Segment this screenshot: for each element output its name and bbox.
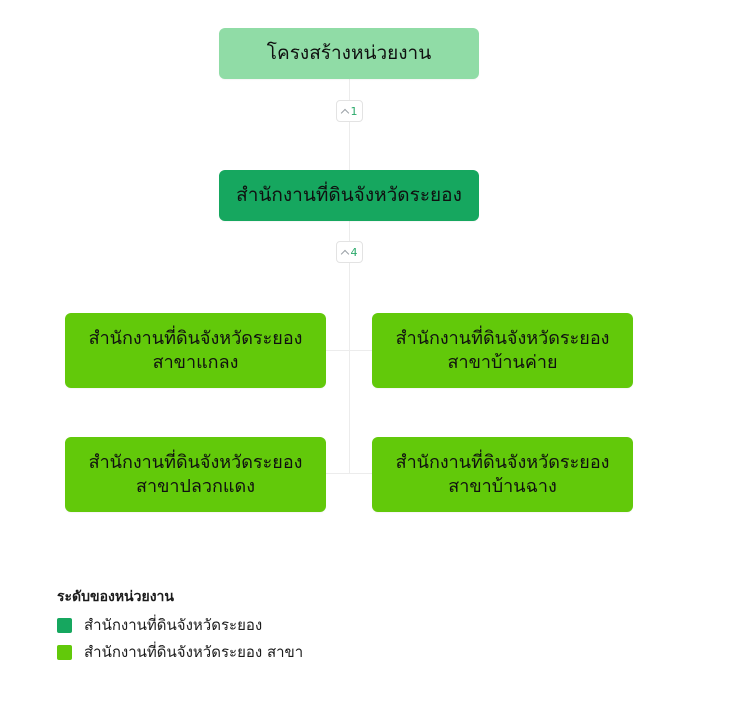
node-branch-pluak-daeng[interactable]: สำนักงานที่ดินจังหวัดระยอง สาขาปลวกแดง xyxy=(65,437,326,512)
connector-branch-row2-left xyxy=(326,473,350,474)
node-root[interactable]: โครงสร้างหน่วยงาน xyxy=(219,28,479,79)
node-level2[interactable]: สำนักงานที่ดินจังหวัดระยอง xyxy=(219,170,479,221)
connector-branch-row1-right xyxy=(349,350,373,351)
node-level2-label: สำนักงานที่ดินจังหวัดระยอง xyxy=(236,183,462,206)
legend: ระดับของหน่วยงาน สำนักงานที่ดินจังหวัดระ… xyxy=(57,588,303,669)
chevron-up-icon xyxy=(342,248,350,256)
connector-trunk xyxy=(349,262,350,474)
connector-badge1-to-level2 xyxy=(349,121,350,170)
legend-swatch-branch xyxy=(57,644,72,660)
node-branch-pluak-daeng-label: สำนักงานที่ดินจังหวัดระยอง สาขาปลวกแดง xyxy=(88,451,303,497)
legend-label-level2: สำนักงานที่ดินจังหวัดระยอง xyxy=(84,616,263,635)
collapse-badge-root[interactable]: 1 xyxy=(336,100,363,122)
node-branch-ban-chang[interactable]: สำนักงานที่ดินจังหวัดระยอง สาขาบ้านฉาง xyxy=(372,437,633,512)
legend-item-branch: สำนักงานที่ดินจังหวัดระยอง สาขา xyxy=(57,643,303,663)
legend-item-level2: สำนักงานที่ดินจังหวัดระยอง xyxy=(57,616,303,636)
legend-title: ระดับของหน่วยงาน xyxy=(57,589,174,605)
node-root-label: โครงสร้างหน่วยงาน xyxy=(266,41,432,64)
connector-branch-row1-left xyxy=(326,350,350,351)
legend-label-branch: สำนักงานที่ดินจังหวัดระยอง สาขา xyxy=(84,642,304,661)
connector-root-to-badge1 xyxy=(349,79,350,101)
connector-level2-to-badge2 xyxy=(349,221,350,242)
node-branch-ban-khai[interactable]: สำนักงานที่ดินจังหวัดระยอง สาขาบ้านค่าย xyxy=(372,313,633,388)
node-branch-klaeng[interactable]: สำนักงานที่ดินจังหวัดระยอง สาขาแกลง xyxy=(65,313,326,388)
collapse-badge-root-count: 1 xyxy=(350,104,358,118)
chevron-up-icon xyxy=(342,107,350,115)
node-branch-klaeng-label: สำนักงานที่ดินจังหวัดระยอง สาขาแกลง xyxy=(88,327,303,373)
node-branch-ban-chang-label: สำนักงานที่ดินจังหวัดระยอง สาขาบ้านฉาง xyxy=(395,451,610,497)
collapse-badge-level2-count: 4 xyxy=(350,245,358,259)
connector-branch-row2-right xyxy=(349,473,373,474)
legend-swatch-level2 xyxy=(57,618,72,634)
collapse-badge-level2[interactable]: 4 xyxy=(336,241,363,263)
node-branch-ban-khai-label: สำนักงานที่ดินจังหวัดระยอง สาขาบ้านค่าย xyxy=(395,327,610,373)
